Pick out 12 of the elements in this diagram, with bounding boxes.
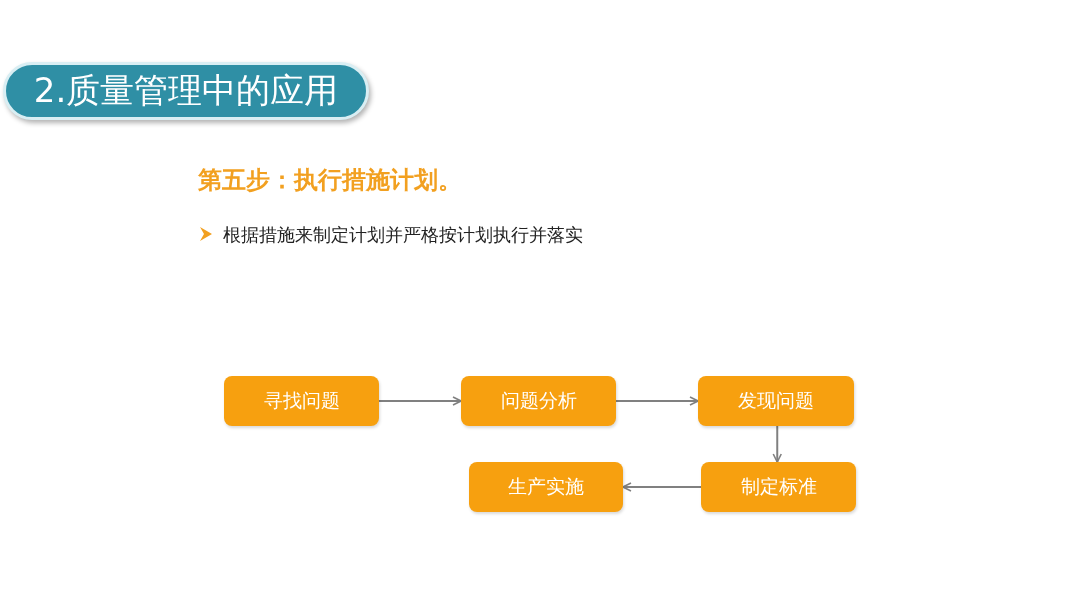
process-box: 制定标准 (701, 462, 856, 512)
arrow (772, 425, 783, 463)
process-box: 生产实施 (469, 462, 623, 512)
process-box: 问题分析 (461, 376, 616, 426)
arrow (378, 396, 462, 406)
process-box: 寻找问题 (224, 376, 379, 426)
step-heading: 第五步：执行措施计划。 (198, 165, 462, 196)
arrow (615, 396, 699, 406)
bullet-text: 根据措施来制定计划并严格按计划执行并落实 (223, 223, 583, 247)
process-box: 发现问题 (698, 376, 854, 426)
title-banner: 2.质量管理中的应用 (3, 62, 369, 120)
arrow (622, 482, 702, 492)
